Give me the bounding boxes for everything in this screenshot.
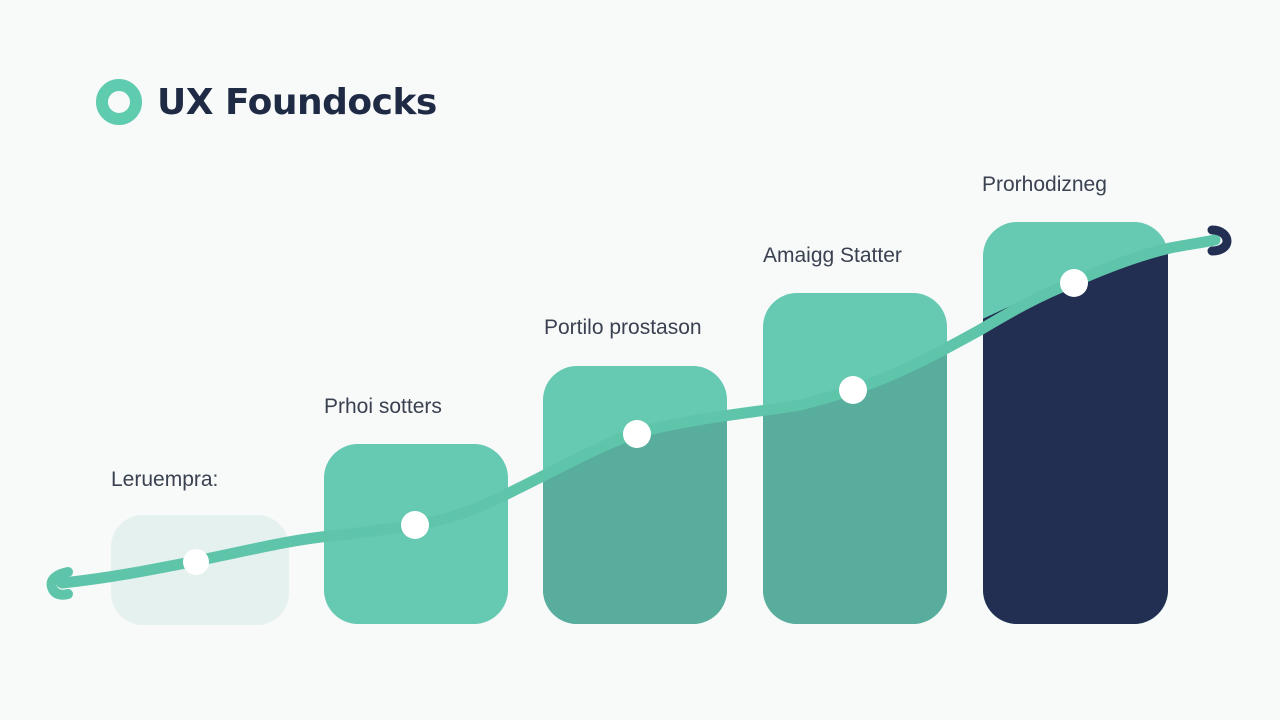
marker-step-2 — [401, 511, 429, 539]
step-label-2: Prhoi sotters — [324, 395, 442, 418]
marker-step-3 — [623, 420, 651, 448]
step-label-4: Amaigg Statter — [763, 244, 902, 267]
step-label-5: Prorhodizneg — [982, 173, 1107, 196]
bar-step-4 — [763, 293, 947, 624]
bar-step-3 — [543, 366, 727, 624]
marker-step-5 — [1060, 269, 1088, 297]
brand-title: UX Foundocks — [157, 81, 437, 123]
bar-step-5 — [983, 222, 1168, 624]
marker-step-4 — [839, 376, 867, 404]
ring-logo-icon — [96, 79, 142, 125]
marker-step-1 — [183, 549, 209, 575]
curve-start-arrow-icon — [46, 567, 73, 600]
step-label-3: Portilo prostason — [544, 316, 702, 339]
step-label-1: Leruempra: — [111, 468, 219, 491]
brand-header: UX Foundocks — [95, 78, 437, 126]
curve-end-cap-icon — [1207, 225, 1232, 256]
